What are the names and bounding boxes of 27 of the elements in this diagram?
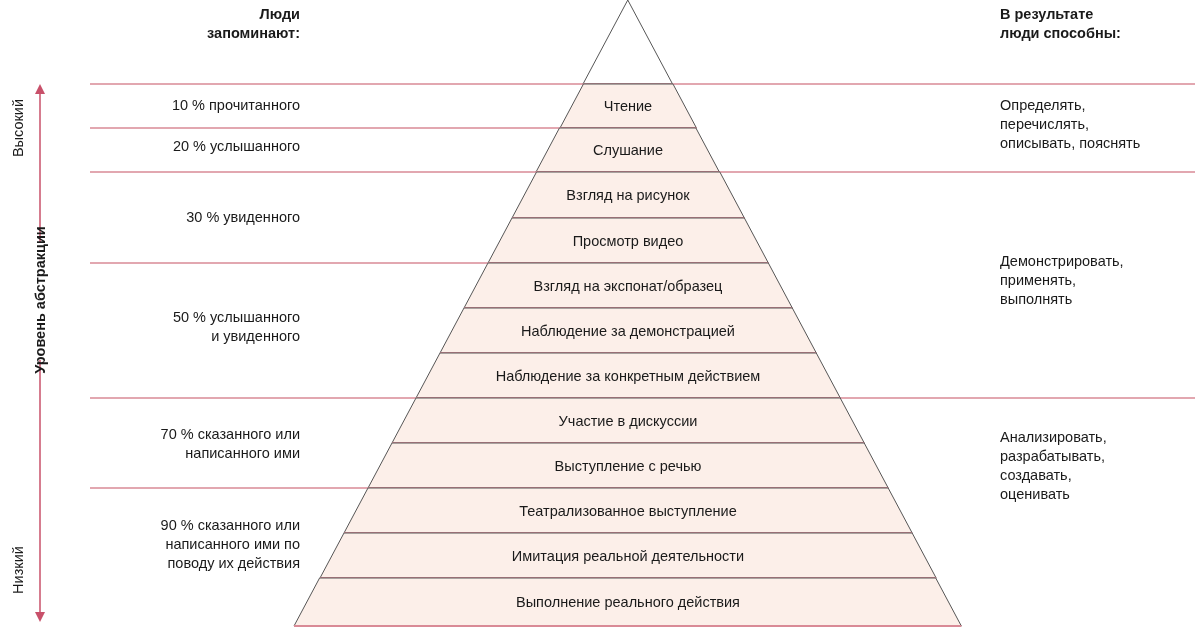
pyramid-layer: Выступление с речью: [367, 443, 889, 488]
pyramid-apex: [583, 0, 673, 84]
description-text: 70 % сказанного или написанного ими: [159, 425, 300, 463]
description-text: Демонстрировать, применять, выполнять: [1000, 252, 1125, 309]
pyramid-layer: Выполнение реального действия: [294, 578, 962, 626]
column-heading: В результате люди способны:: [1000, 5, 1122, 43]
pyramid-layer: Имитация реальной деятельности: [319, 533, 937, 578]
description-text: 10 % прочитанного: [170, 96, 300, 115]
description-text: Определять, перечислять, описывать, пояснять: [1000, 96, 1142, 153]
pyramid-layer: Взгляд на экспонат/образец: [463, 263, 793, 308]
description-text: 50 % услышанного и увиденного: [171, 308, 300, 346]
axis-label: Высокий: [10, 98, 26, 158]
pyramid-layer: Театрализованное выступление: [343, 488, 913, 533]
axis-label: Низкий: [10, 546, 26, 594]
description-text: Анализировать, разрабатывать, создавать, оценивать: [1000, 428, 1108, 504]
pyramid-layer: Слушание: [536, 128, 720, 172]
pyramid-layer: Наблюдение за конкретным действием: [415, 353, 841, 398]
pyramid-layer: Наблюдение за демонстрацией: [439, 308, 817, 353]
description-text: 90 % сказанного или написанного ими по поводу их действия: [159, 516, 300, 573]
description-text: 30 % увиденного: [185, 208, 300, 227]
axis-label: Уровень абстракции: [32, 226, 48, 374]
column-heading: Люди запоминают:: [206, 5, 300, 43]
description-text: 20 % услышанного: [171, 137, 300, 156]
pyramid-layer: Просмотр видео: [487, 218, 769, 263]
pyramid-layer: Участие в дискуссии: [391, 398, 865, 443]
pyramid-layer: Чтение: [559, 84, 697, 128]
pyramid-layer: Взгляд на рисунок: [511, 172, 745, 218]
